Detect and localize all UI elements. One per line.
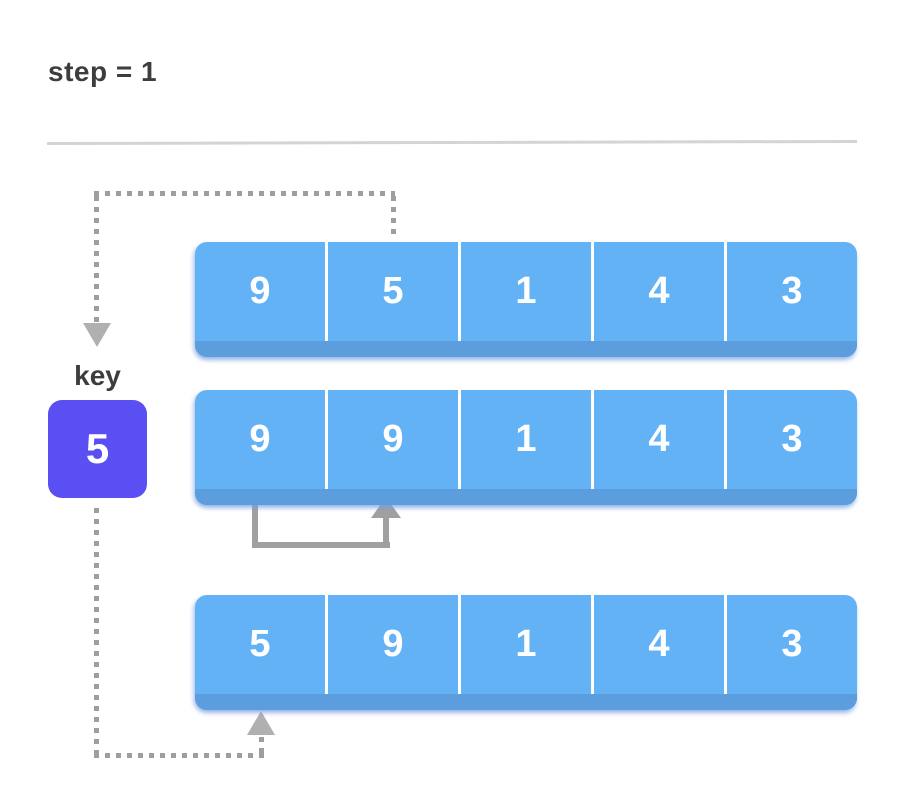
array2-cell-0: 9 bbox=[195, 390, 328, 489]
array-row-inserted: 5 9 1 4 3 bbox=[195, 595, 857, 710]
array3-cell-0: 5 bbox=[195, 595, 328, 694]
array-base-shadow bbox=[195, 489, 857, 505]
pick-connector-segment-h bbox=[94, 191, 395, 196]
divider-rule bbox=[46, 139, 858, 146]
arrow-up-head-icon bbox=[247, 711, 275, 735]
array-cells: 9 5 1 4 3 bbox=[195, 242, 857, 341]
swap-arrow-segment-v-right bbox=[383, 516, 389, 547]
cell-value: 4 bbox=[648, 623, 670, 665]
pick-connector-segment-v-right bbox=[391, 196, 396, 236]
insert-connector-segment-h bbox=[94, 753, 264, 758]
array3-cell-1: 9 bbox=[328, 595, 461, 694]
arrow-down-head-icon bbox=[83, 323, 111, 347]
array1-cell-3: 4 bbox=[594, 242, 727, 341]
cell-value: 4 bbox=[648, 418, 670, 460]
cell-value: 3 bbox=[781, 623, 803, 665]
array1-cell-0: 9 bbox=[195, 242, 328, 341]
step-label: step = 1 bbox=[48, 56, 158, 87]
array1-cell-1: 5 bbox=[328, 242, 461, 341]
key-box: 5 bbox=[48, 400, 147, 498]
swap-arrow-segment-v-left bbox=[252, 504, 258, 548]
cell-value: 9 bbox=[249, 270, 271, 312]
cell-value: 9 bbox=[382, 623, 404, 665]
array-cells: 5 9 1 4 3 bbox=[195, 595, 857, 694]
insert-connector-segment-v-right bbox=[259, 737, 264, 757]
array-row-shifted: 9 9 1 4 3 bbox=[195, 390, 857, 505]
array2-cell-1: 9 bbox=[328, 390, 461, 489]
array-row-initial: 9 5 1 4 3 bbox=[195, 242, 857, 357]
cell-value: 3 bbox=[781, 418, 803, 460]
array-base-shadow bbox=[195, 694, 857, 710]
array3-cell-4: 3 bbox=[727, 595, 857, 694]
cell-value: 1 bbox=[515, 418, 537, 460]
cell-value: 4 bbox=[648, 270, 670, 312]
array1-cell-4: 3 bbox=[727, 242, 857, 341]
array3-cell-2: 1 bbox=[461, 595, 594, 694]
array2-cell-2: 1 bbox=[461, 390, 594, 489]
swap-arrow-segment-h bbox=[252, 542, 390, 548]
cell-value: 9 bbox=[382, 418, 404, 460]
cell-value: 1 bbox=[515, 270, 537, 312]
key-label: key bbox=[74, 360, 121, 391]
cell-value: 1 bbox=[515, 623, 537, 665]
array2-cell-4: 3 bbox=[727, 390, 857, 489]
array-base-shadow bbox=[195, 341, 857, 357]
array2-cell-3: 4 bbox=[594, 390, 727, 489]
pick-connector-segment-v-left bbox=[94, 196, 99, 322]
array3-cell-3: 4 bbox=[594, 595, 727, 694]
cell-value: 5 bbox=[249, 623, 271, 665]
cell-value: 5 bbox=[382, 270, 404, 312]
key-value: 5 bbox=[85, 425, 110, 472]
cell-value: 3 bbox=[781, 270, 803, 312]
array-cells: 9 9 1 4 3 bbox=[195, 390, 857, 489]
insert-connector-segment-v-left bbox=[94, 508, 99, 757]
cell-value: 9 bbox=[249, 418, 271, 460]
array1-cell-2: 1 bbox=[461, 242, 594, 341]
